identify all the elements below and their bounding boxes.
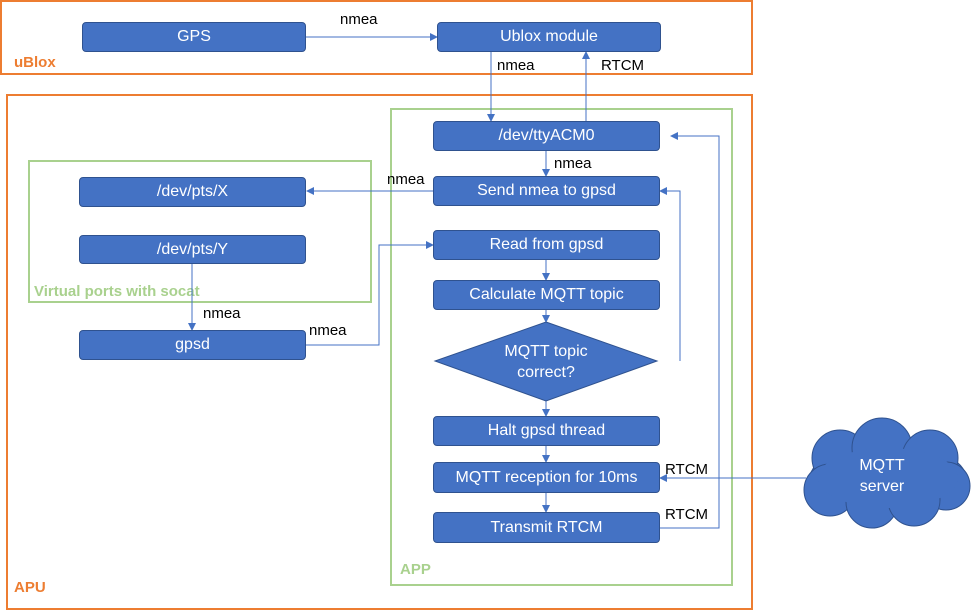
gpsd-box: gpsd <box>79 330 306 360</box>
apu-frame-label: APU <box>14 579 46 596</box>
send-nmea-label: nmea <box>387 171 425 188</box>
ublox-nmea-label: nmea <box>497 57 535 74</box>
ublox-module-box: Ublox module <box>437 22 661 52</box>
read-gpsd-box: Read from gpsd <box>433 230 660 260</box>
decision-line2: correct? <box>517 364 575 381</box>
send-nmea-box: Send nmea to gpsd <box>433 176 660 206</box>
decision-line1: MQTT topic <box>504 343 588 360</box>
cloud-line2: server <box>859 478 905 495</box>
halt-thread-box: Halt gpsd thread <box>433 416 660 446</box>
tty-acm0-box: /dev/ttyACM0 <box>433 121 660 151</box>
virtual-ports-label: Virtual ports with socat <box>34 283 200 300</box>
ptsy-nmea-label: nmea <box>203 305 241 322</box>
transmit-to-tty-arrow <box>660 132 720 529</box>
ublox-rtcm-label: RTCM <box>601 57 645 74</box>
mqtt-reception-box: MQTT reception for 10ms <box>433 462 660 493</box>
tty-nmea-label: nmea <box>554 155 592 172</box>
gps-nmea-label: nmea <box>340 11 378 28</box>
decision-loop-arrow <box>659 187 681 361</box>
apu-frame <box>6 94 753 610</box>
gps-box: GPS <box>82 22 306 52</box>
cloud-line1: MQTT <box>859 457 905 474</box>
ublox-frame <box>0 0 753 75</box>
decision-text: MQTT topic correct? <box>486 341 606 383</box>
gpsd-to-read-arrow <box>306 241 434 346</box>
reception-rtcm-label: RTCM <box>665 461 709 478</box>
pts-x-box: /dev/pts/X <box>79 177 306 207</box>
gpsd-nmea-label: nmea <box>309 322 347 339</box>
app-frame <box>390 108 733 586</box>
app-frame-label: APP <box>400 561 431 578</box>
transmit-rtcm-label: RTCM <box>665 506 709 523</box>
pts-y-box: /dev/pts/Y <box>79 235 306 264</box>
calc-topic-box: Calculate MQTT topic <box>433 280 660 310</box>
transmit-rtcm-box: Transmit RTCM <box>433 512 660 543</box>
virtual-ports-frame <box>28 160 372 303</box>
ublox-frame-label: uBlox <box>14 54 56 71</box>
mqtt-server-text: MQTT server <box>842 455 922 497</box>
